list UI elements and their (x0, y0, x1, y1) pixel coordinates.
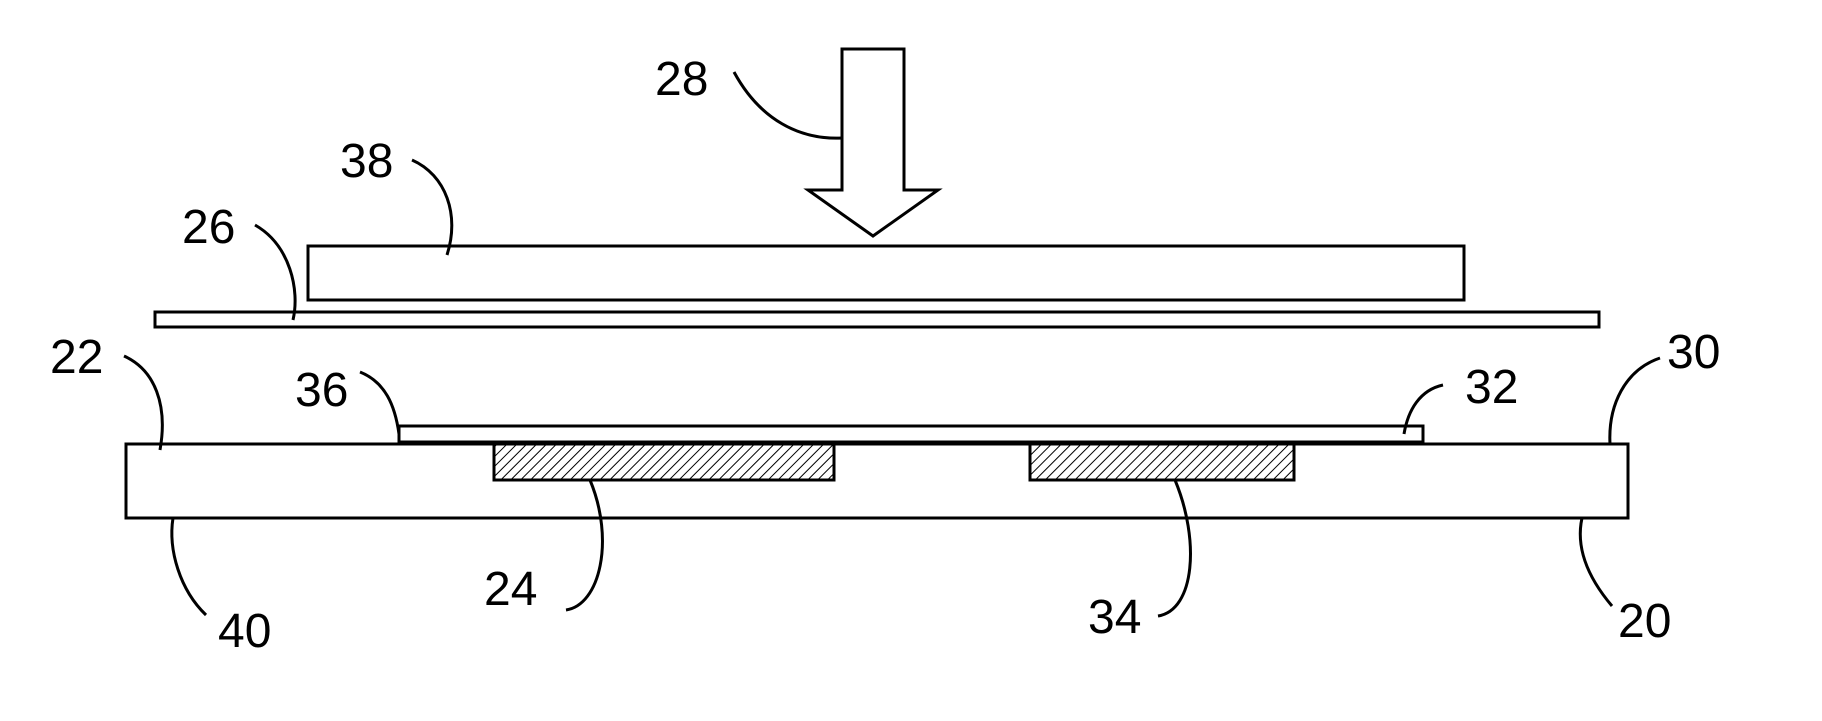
leader-40 (172, 518, 206, 615)
substrate (126, 444, 1628, 518)
leader-22 (124, 356, 162, 450)
label-32: 32 (1465, 361, 1518, 414)
leader-28 (734, 72, 842, 138)
press-arrow (808, 49, 938, 236)
embedded-pad-right (1030, 444, 1294, 480)
leader-38 (412, 160, 452, 255)
leader-26 (255, 225, 295, 320)
label-30: 30 (1667, 326, 1720, 379)
label-20: 20 (1618, 595, 1671, 648)
label-26: 26 (182, 201, 235, 254)
leader-20 (1580, 518, 1612, 606)
label-40: 40 (218, 605, 271, 658)
label-24: 24 (484, 563, 537, 616)
label-22: 22 (50, 331, 103, 384)
label-38: 38 (340, 135, 393, 188)
leader-36 (360, 372, 399, 434)
thin-layer (399, 426, 1423, 442)
top-plate (308, 246, 1464, 300)
film-layer (155, 312, 1599, 327)
embedded-pad-left (494, 444, 834, 480)
leader-30 (1610, 358, 1660, 444)
label-36: 36 (295, 364, 348, 417)
label-34: 34 (1088, 591, 1141, 644)
label-28: 28 (655, 53, 708, 106)
